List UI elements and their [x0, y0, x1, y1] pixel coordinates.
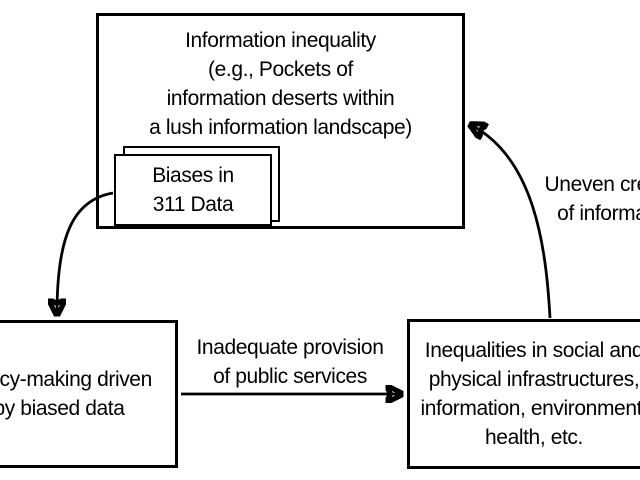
node-policy-making-label: Policy-making driven by biased data — [0, 368, 152, 420]
node-information-inequality-label: Information inequality (e.g., Pockets of… — [149, 29, 412, 139]
node-inequalities-label: Inequalities in social and physical infr… — [420, 339, 640, 449]
edge-label-inadequate-provision: Inadequate provision of public services — [196, 336, 384, 388]
node-biases-311-label: Biases in 311 Data — [152, 164, 234, 216]
node-inequalities: Inequalities in social and physical infr… — [407, 319, 640, 469]
node-policy-making: Policy-making driven by biased data — [0, 320, 178, 468]
arrow-inequalities-to-information-inequality — [471, 125, 552, 319]
node-biases-311: Biases in 311 Data — [114, 154, 272, 226]
edge-label-uneven-creation: Uneven creation of information — [544, 173, 640, 225]
